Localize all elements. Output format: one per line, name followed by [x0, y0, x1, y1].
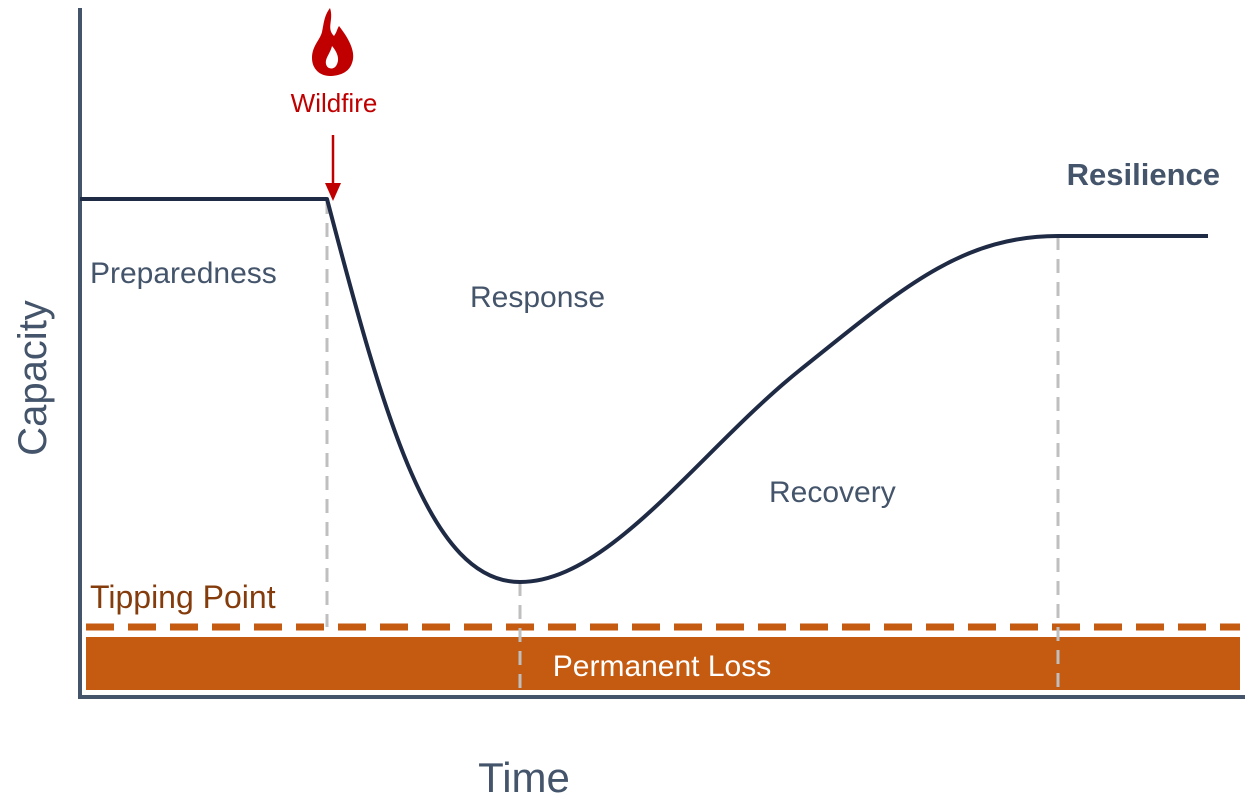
y-axis-label: Capacity	[11, 300, 55, 456]
tipping-point-label: Tipping Point	[90, 579, 276, 615]
wildfire-label: Wildfire	[291, 88, 378, 118]
permanent-loss-label: Permanent Loss	[553, 650, 771, 683]
phase-preparedness: Preparedness	[90, 257, 277, 290]
phase-response: Response	[470, 281, 605, 314]
x-axis-label: Time	[478, 754, 570, 795]
fire-icon	[312, 8, 354, 76]
phase-recovery: Recovery	[769, 476, 896, 509]
capacity-curve	[80, 197, 1208, 584]
permanent-loss-zone	[86, 637, 1240, 690]
wildfire-arrowhead-icon	[325, 183, 341, 201]
phase-resilience: Resilience	[1067, 157, 1220, 192]
